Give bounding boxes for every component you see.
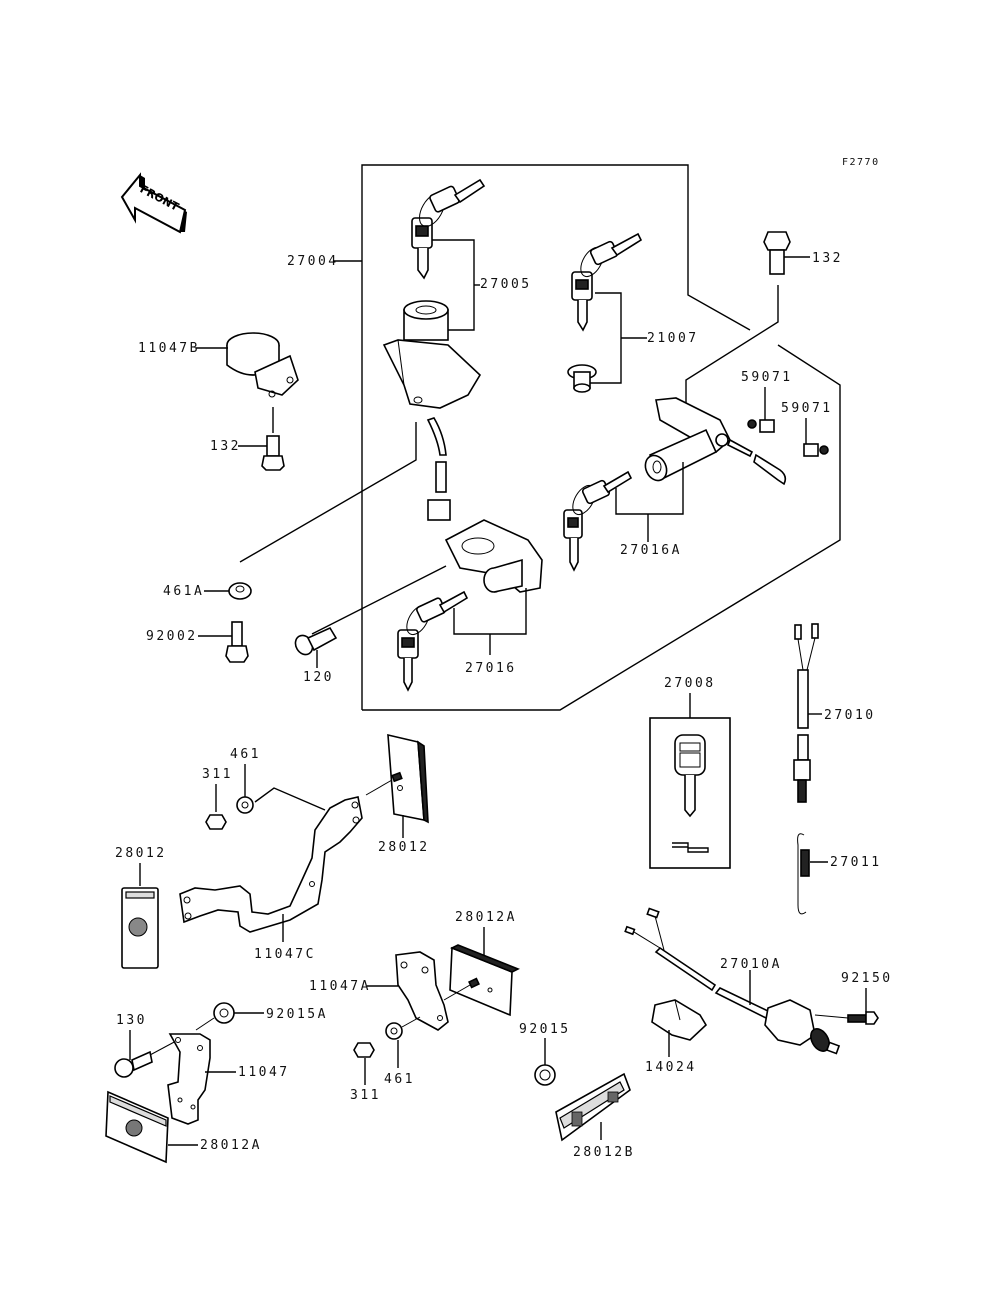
label-14024: 14024 [645, 1060, 697, 1075]
label-120: 120 [303, 670, 334, 685]
label-27005: 27005 [480, 277, 532, 292]
reflector-28012A-bottom [105, 1090, 169, 1164]
washer-461A [228, 582, 252, 600]
label-27010A: 27010A [720, 957, 782, 972]
label-27010: 27010 [824, 708, 876, 723]
label-130: 130 [116, 1013, 147, 1028]
key-blank-card-27008 [649, 717, 731, 869]
label-311-bottom: 311 [350, 1088, 381, 1103]
bracket-11047A [395, 951, 449, 1031]
clamp-11047B [226, 332, 299, 398]
kit-outline-bottom [362, 344, 841, 711]
label-11047A: 11047A [309, 979, 371, 994]
figure-id: F2770 [842, 157, 880, 168]
bracket-11047 [167, 1033, 211, 1125]
label-28012A-bottom: 28012A [200, 1138, 262, 1153]
clip-59071-b [803, 443, 829, 457]
spring-27011 [797, 833, 810, 915]
bolt-132-left [261, 435, 285, 471]
label-311-top: 311 [202, 767, 233, 782]
ignition-keys [411, 178, 486, 280]
keys-27016 [397, 590, 469, 692]
reflector-28012A-mid [449, 944, 520, 1017]
kit-outline-top [361, 164, 751, 710]
label-21007: 21007 [647, 331, 699, 346]
label-461-bottom: 461 [384, 1072, 415, 1087]
steering-lock-body [644, 397, 787, 486]
label-28012-right: 28012 [378, 840, 430, 855]
label-27016: 27016 [465, 661, 517, 676]
label-92015: 92015 [519, 1022, 571, 1037]
nut-311-bottom [353, 1042, 375, 1058]
bolt-132-top [763, 231, 791, 275]
label-11047B: 11047B [138, 341, 200, 356]
grommet-92015 [534, 1064, 556, 1086]
label-11047C: 11047C [254, 947, 316, 962]
label-28012A-mid: 28012A [455, 910, 517, 925]
switch-27010 [793, 623, 819, 803]
bolt-92150 [847, 1011, 879, 1025]
label-11047: 11047 [238, 1065, 290, 1080]
label-461-top: 461 [230, 747, 261, 762]
seat-lock-body [444, 519, 543, 593]
label-59071-b: 59071 [781, 401, 833, 416]
cover-14024 [651, 999, 708, 1041]
label-59071-a: 59071 [741, 370, 793, 385]
bolt-92002 [225, 621, 249, 663]
keys-27016A [563, 470, 633, 572]
bolt-120 [294, 626, 338, 656]
washer-461-top [236, 796, 254, 814]
label-27016A: 27016A [620, 543, 682, 558]
grommet-92015A [213, 1002, 235, 1024]
reflector-28012B [555, 1072, 631, 1142]
label-28012-left: 28012 [115, 846, 167, 861]
front-arrow-icon: FRONT [120, 172, 187, 234]
label-461A: 461A [163, 584, 204, 599]
lock-cap [567, 364, 597, 393]
reflector-28012-left [121, 887, 159, 969]
reflector-28012-right [387, 733, 429, 824]
switch-27010A [624, 907, 841, 1055]
label-27008: 27008 [664, 676, 716, 691]
ignition-switch [382, 300, 482, 521]
bracket-11047C [179, 796, 363, 933]
label-132-left: 132 [210, 439, 241, 454]
label-92150: 92150 [841, 971, 893, 986]
clip-59071-a [747, 419, 775, 433]
bolt-130 [114, 1050, 153, 1078]
label-92015A: 92015A [266, 1007, 328, 1022]
nut-311-top [205, 814, 227, 830]
label-27011: 27011 [830, 855, 882, 870]
label-132-top: 132 [812, 251, 843, 266]
steering-lock-keys [571, 232, 643, 332]
label-92002: 92002 [146, 629, 198, 644]
washer-461-bottom [385, 1022, 403, 1040]
label-27004: 27004 [287, 254, 339, 269]
label-28012B: 28012B [573, 1145, 635, 1160]
